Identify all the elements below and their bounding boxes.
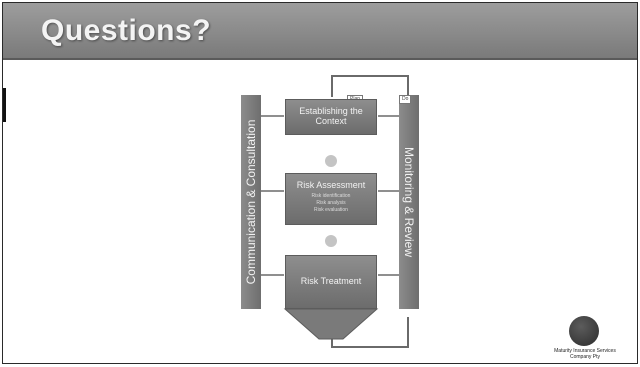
title-bar: Questions? [3,3,637,58]
process-diagram-connectors [261,75,409,348]
company-caption-line1: Maturity Insurance Services [554,348,616,354]
step-connector-circle-1 [325,155,337,167]
communication-consultation-bar: Communication & Consultation [241,95,261,309]
risk-analysis-text: Risk analysis [316,200,346,206]
monitoring-review-label: Monitoring & Review [402,146,416,258]
risk-evaluation-text: Risk evaluation [314,207,348,213]
slide-title: Questions? [41,14,212,47]
do-tag: Do [399,95,412,104]
risk-treatment-heading: Risk Treatment [300,276,362,286]
establishing-context-heading: Establishing the Context [299,106,363,126]
risk-identification-text: Risk identification [311,193,351,199]
step-connector-circle-2 [325,235,337,247]
title-divider [3,58,637,60]
communication-consultation-label: Communication & Consultation [244,119,258,285]
risk-assessment-heading: Risk Assessment [296,180,366,190]
establishing-context-box: Establishing the Context [285,99,377,135]
company-caption-line2: Company Pty [569,354,600,360]
left-edge-mark [3,88,6,122]
risk-treatment-box: Risk Treatment [285,255,377,309]
risk-assessment-box: Risk Assessment Risk identification Risk… [285,173,377,225]
monitoring-review-bar: Monitoring & Review [399,95,419,309]
company-caption: Maturity Insurance Services Company Pty [537,348,633,360]
company-logo-seal [569,316,599,346]
